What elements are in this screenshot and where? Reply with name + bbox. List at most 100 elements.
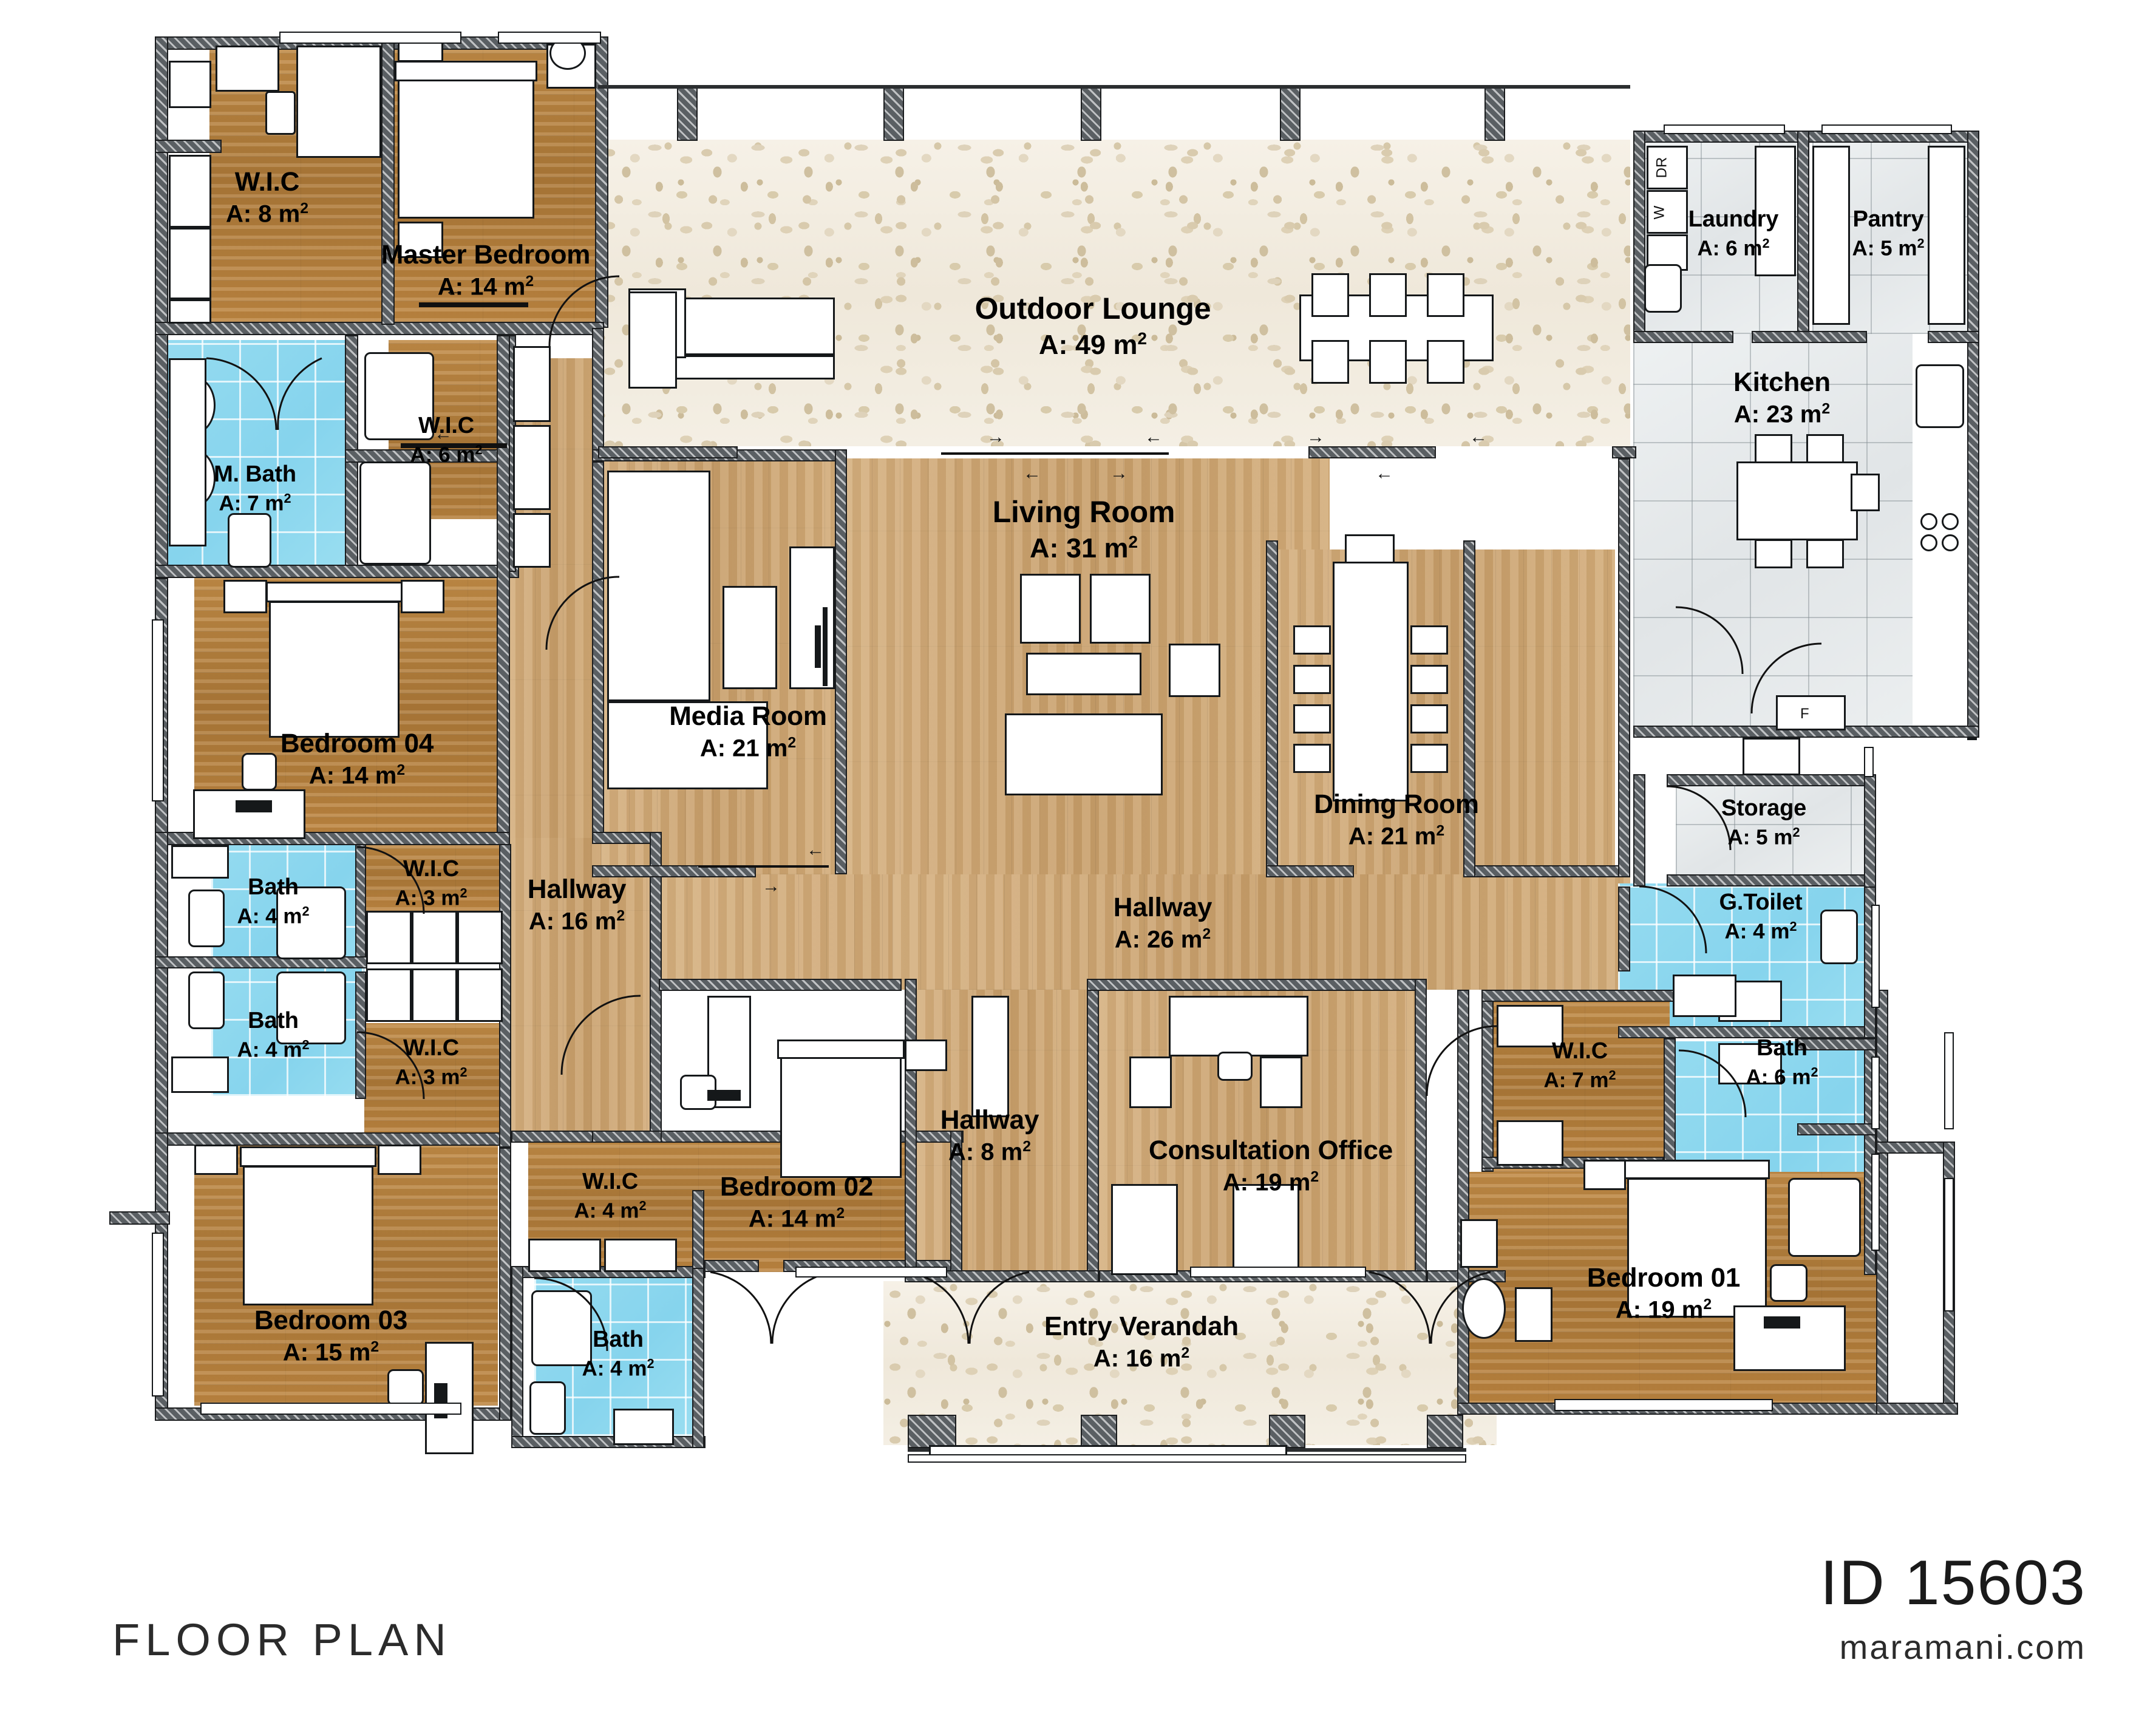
bed	[243, 1166, 373, 1305]
wall-segment	[1612, 446, 1636, 458]
dining-chair	[1345, 534, 1395, 563]
wall-segment	[1269, 1415, 1305, 1448]
wall-segment	[1967, 131, 1979, 738]
room-floor-entry-verandah	[883, 1281, 1497, 1445]
bed	[269, 601, 400, 738]
door-swing	[1678, 1049, 1747, 1118]
door-swing	[710, 1271, 832, 1345]
room-label-wic-c: W.I.C A: 4 m2	[574, 1169, 646, 1222]
room-name: Bath	[593, 1327, 644, 1352]
room-area: A: 3 m2	[395, 1064, 468, 1089]
wall-segment	[692, 1266, 704, 1448]
floor-plan-drawing: → ← → ← ← → ← ← → ← ← W.I.C	[109, 32, 1979, 1463]
kitchen-island	[1736, 461, 1858, 540]
wardrobe-shelf	[169, 228, 211, 299]
room-name: Outdoor Lounge	[974, 291, 1211, 325]
room-label-hallway-main: Hallway A: 26 m2	[1114, 893, 1212, 953]
toilet	[529, 1381, 566, 1435]
room-label-pantry: Pantry A: 5 m2	[1852, 206, 1924, 260]
door-swing	[548, 275, 620, 347]
wall-segment	[1081, 1415, 1117, 1448]
window	[498, 32, 601, 44]
wall-segment	[1797, 131, 1809, 340]
vanity-counter	[169, 358, 206, 546]
wall-segment	[1928, 331, 1979, 343]
sectional-sofa	[607, 701, 768, 789]
wall-pier	[883, 85, 904, 141]
slide-arrow-icon: →	[1110, 463, 1128, 483]
door-swing	[356, 1031, 425, 1100]
wall-segment	[511, 1266, 523, 1448]
room-name: Bedroom 03	[254, 1305, 408, 1335]
room-name: Hallway	[1113, 893, 1212, 922]
room-area: A: 8 m2	[225, 200, 309, 228]
wardrobe-shelf	[216, 46, 279, 92]
room-name: W.I.C	[582, 1169, 638, 1194]
room-label-kitchen: Kitchen A: 23 m2	[1733, 367, 1831, 428]
kitchen-stool	[1755, 539, 1792, 568]
wardrobe-shelf	[366, 968, 412, 1022]
wall-segment	[659, 979, 902, 991]
sliding-track	[401, 443, 507, 448]
wall-segment	[497, 335, 510, 845]
wall-segment	[1427, 1415, 1463, 1448]
room-area: A: 3 m2	[395, 885, 468, 910]
room-label-bath-d: Bath A: 6 m2	[1746, 1035, 1818, 1089]
room-area: A: 26 m2	[1114, 926, 1211, 953]
wall-segment	[905, 979, 917, 1282]
vanity-counter	[1718, 1043, 1782, 1084]
nightstand	[378, 1145, 421, 1175]
window	[1871, 1154, 1880, 1251]
window	[1664, 124, 1785, 134]
wall-segment	[1481, 990, 1676, 1002]
kitchen-stool	[1755, 434, 1792, 463]
outdoor-side-table	[628, 291, 677, 389]
dining-chair	[1293, 625, 1331, 655]
toilet	[188, 890, 225, 947]
dining-chair	[1293, 744, 1331, 773]
room-name: Entry Verandah	[1044, 1312, 1239, 1341]
room-area: A: 16 m2	[528, 908, 625, 935]
room-name: Bedroom 04	[280, 729, 434, 758]
room-label-media-room: Media Room A: 21 m2	[669, 701, 827, 762]
pantry-shelf	[1928, 146, 1965, 325]
wall-segment	[1087, 979, 1427, 991]
wall-pier	[1081, 85, 1101, 141]
room-area: A: 8 m2	[948, 1138, 1032, 1166]
wall-segment	[592, 1131, 662, 1143]
slide-arrow-icon: ←	[434, 424, 452, 444]
window	[1190, 1267, 1366, 1278]
window	[795, 1267, 947, 1278]
room-label-bedroom-02: Bedroom 02 A: 14 m2	[720, 1172, 873, 1233]
wall-segment	[1797, 1038, 1876, 1050]
storage-shelf	[1743, 738, 1800, 775]
wall-segment	[1633, 774, 1645, 886]
door-swing	[545, 576, 620, 650]
cooktop-burner	[1942, 534, 1959, 551]
window	[908, 1454, 1466, 1463]
room-area: A: 19 m2	[1615, 1296, 1712, 1324]
cooktop-burner	[1942, 513, 1959, 530]
room-label-hallway-west: Hallway A: 16 m2	[528, 874, 627, 935]
exam-bench	[1111, 1184, 1178, 1275]
room-area: A: 6 m2	[410, 441, 483, 467]
nightstand	[1583, 1160, 1626, 1190]
keyboard	[236, 800, 272, 812]
wall-segment	[592, 461, 604, 838]
nightstand	[194, 1145, 238, 1175]
vanity-counter	[613, 1409, 674, 1445]
room-label-laundry: Laundry A: 6 m2	[1688, 206, 1779, 260]
room-floor-hallway-main-lower	[893, 874, 1630, 990]
wall-segment	[155, 565, 519, 578]
wall-segment	[1876, 1403, 1958, 1415]
wardrobe-shelf	[528, 1239, 601, 1272]
window	[1554, 1399, 1773, 1411]
door-swing	[907, 1271, 1030, 1345]
room-area: A: 21 m2	[1348, 823, 1445, 850]
wall-segment	[1633, 331, 1733, 343]
room-name: Storage	[1721, 795, 1807, 821]
door-swing	[534, 1277, 608, 1352]
door-swing	[560, 995, 641, 1075]
wall-segment	[1266, 865, 1354, 877]
wardrobe-shelf	[457, 968, 503, 1022]
